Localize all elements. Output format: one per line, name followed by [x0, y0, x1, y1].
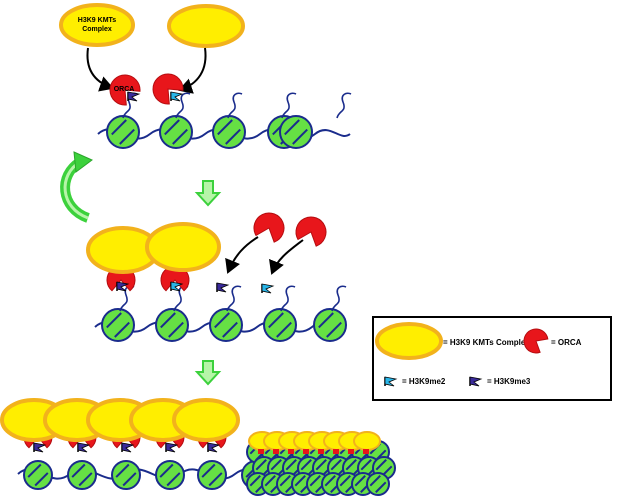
h3k9me3-mark — [116, 281, 130, 292]
orca — [253, 212, 285, 243]
histone-tail — [226, 285, 242, 312]
histone-tail — [281, 92, 297, 119]
down-arrow — [194, 180, 222, 207]
nucleosome — [106, 115, 140, 149]
h3k9me2-mark — [170, 281, 184, 292]
nucleosome — [197, 460, 227, 490]
orca — [348, 449, 354, 454]
orca — [318, 449, 324, 454]
me3-flag-icon — [469, 376, 483, 387]
kmt-complex — [145, 222, 221, 272]
nucleosome — [366, 472, 390, 496]
nucleosome — [155, 308, 189, 342]
h3k9me3-mark — [127, 91, 141, 102]
kmt-complex-labeled — [59, 3, 135, 47]
nucleosome — [263, 308, 297, 342]
legend-orca-swatch — [523, 328, 549, 354]
histone-tail — [227, 92, 243, 119]
nucleosome — [313, 308, 347, 342]
h3k9me3-mark — [77, 442, 91, 453]
legend-kmt-label: = H3K9 KMTs Complex — [443, 338, 530, 347]
nucleosome — [67, 460, 97, 490]
nucleosome-row — [106, 115, 313, 149]
histone-tail — [336, 92, 352, 119]
nucleosome — [111, 460, 141, 490]
recruitment-arrow — [178, 47, 207, 94]
histone-tail — [331, 285, 347, 312]
h3k9me2-mark — [170, 91, 184, 102]
histone-tail — [280, 285, 296, 312]
compacted-chromatin — [246, 431, 396, 496]
legend: = H3K9 KMTs Complex = ORCA = H3K9me2 = H… — [372, 316, 612, 401]
kmt-complex — [353, 431, 381, 451]
nucleosome — [23, 460, 53, 490]
kmt-complex — [172, 398, 240, 442]
orca — [152, 73, 184, 105]
h3k9me2-mark — [261, 283, 275, 294]
nucleosome — [209, 308, 243, 342]
orca-label: ORCA — [114, 86, 135, 93]
orca-binding-arrow — [225, 236, 259, 274]
h3k9me3-mark — [216, 282, 230, 293]
orca — [258, 449, 264, 454]
orca — [523, 328, 549, 354]
kmt-complex-label-line2: Complex — [82, 26, 112, 33]
legend-kmt-swatch — [375, 322, 443, 360]
h3k9me3-mark — [121, 442, 135, 453]
histone-tails — [119, 285, 347, 312]
nucleosome — [212, 115, 246, 149]
legend-me2-label: = H3K9me2 — [402, 377, 446, 386]
nucleosome — [101, 308, 135, 342]
histone-tail — [175, 92, 191, 119]
stage-2-spreading — [86, 212, 347, 342]
nucleosome — [279, 115, 313, 149]
orca — [295, 216, 327, 247]
stage-3-heterochromatin — [0, 398, 396, 496]
me2-flag-icon — [384, 376, 398, 387]
h3k9me3-mark — [207, 442, 221, 453]
orca — [303, 449, 309, 454]
orca-with-me2 — [152, 73, 184, 105]
orca — [109, 74, 141, 106]
h3k9me3-mark — [165, 442, 179, 453]
legend-orca-label: = ORCA — [551, 338, 582, 347]
nucleosome — [159, 115, 193, 149]
down-arrow — [194, 360, 222, 386]
legend-me2-swatch — [384, 376, 398, 387]
orca — [363, 449, 369, 454]
orca-binding-arrow — [269, 239, 304, 275]
kmt-complex-label-line1: H3K9 KMTs — [78, 17, 116, 24]
cycle-arrow — [60, 151, 93, 223]
orca — [288, 449, 294, 454]
orca-with-me3 — [109, 74, 141, 106]
nucleosome — [155, 460, 185, 490]
legend-me3-swatch — [469, 376, 483, 387]
nucleosome-row — [101, 308, 347, 342]
legend-me3-label: = H3K9me3 — [487, 377, 531, 386]
stage-1-recruitment: H3K9 KMTs Complex ORCA — [59, 3, 352, 149]
orca — [273, 449, 279, 454]
dna-strand — [17, 468, 266, 480]
recruitment-arrow — [86, 47, 114, 92]
orca — [333, 449, 339, 454]
h3k9me3-mark — [33, 442, 47, 453]
kmt-complex — [167, 4, 245, 48]
